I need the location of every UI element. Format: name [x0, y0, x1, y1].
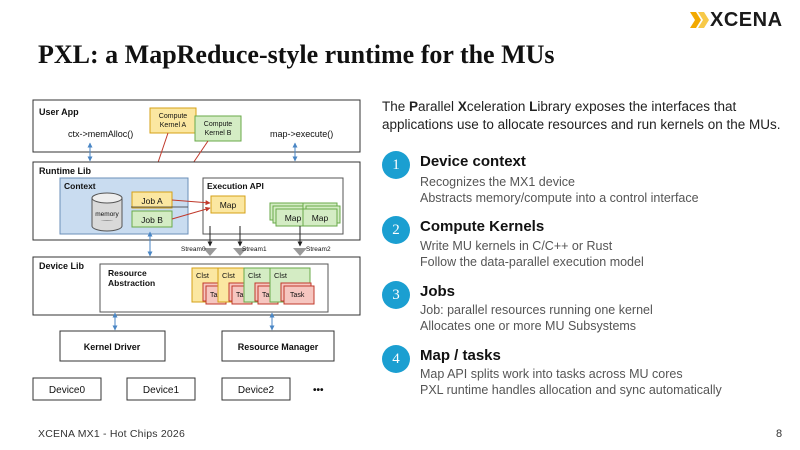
step-title: Jobs [420, 283, 456, 300]
map-label: Map [220, 200, 237, 210]
step-line: Map API splits work into tasks across MU… [420, 367, 683, 381]
xcena-logo: XCENA [688, 9, 788, 31]
device-lib-label: Device Lib [39, 261, 85, 271]
architecture-diagram: User App ctx->memAlloc() map->execute() … [32, 99, 361, 401]
task-label: Task [290, 292, 305, 299]
step-title: Map / tasks [420, 347, 501, 364]
user-app-layer: User App ctx->memAlloc() map->execute() … [32, 99, 361, 153]
intro-initial-l: L [529, 99, 538, 114]
resource-manager-label: Resource Manager [238, 342, 319, 352]
execution-api-label: Execution API [207, 181, 264, 191]
device-label: Device1 [143, 385, 180, 396]
intro-text: arallel [418, 99, 458, 114]
compute-kernel-a [149, 107, 197, 134]
job-to-map-arrow [171, 206, 211, 220]
step-line: Follow the data-parallel execution model [420, 255, 644, 269]
map-label: Map [285, 213, 302, 223]
memory-cylinder-icon [91, 192, 123, 232]
logo-text: XCENA [710, 9, 783, 31]
map-execute-call: map->execute() [270, 129, 333, 139]
step-line: Allocates one or more MU Subsystems [420, 319, 637, 333]
step-line: Job: parallel resources running one kern… [420, 303, 653, 317]
intro-text: ibrary exposes the interfaces that appli… [382, 99, 781, 132]
step-line: PXL runtime handles allocation and sync … [420, 383, 722, 397]
stream-label: Stream0 [181, 246, 206, 253]
kernel-driver-label: Kernel Driver [84, 342, 141, 352]
clst-label: Clst [222, 271, 236, 280]
step-line: Recognizes the MX1 device [420, 175, 575, 189]
ta-label: Ta [210, 292, 218, 299]
runtime-lib-label: Runtime Lib [39, 166, 91, 176]
resource-manager-box [221, 330, 335, 362]
clst-label: Clst [196, 271, 210, 280]
step-line: Write MU kernels in C/C++ or Rust [420, 239, 613, 253]
step-title: Device context [420, 153, 526, 170]
clst-label: Clst [274, 271, 288, 280]
kernel-a-line1: Compute [159, 113, 188, 120]
mem-alloc-call: ctx->memAlloc() [68, 129, 133, 139]
job-a-label: Job A [141, 196, 163, 206]
map-box-green [302, 208, 338, 227]
intro-initial-x: X [457, 99, 467, 114]
kernel-driver-box [59, 330, 166, 362]
device-box [221, 377, 291, 401]
intro-text: The [382, 99, 410, 114]
clst-label: Clst [248, 271, 262, 280]
resource-abstraction-line1: Resource [108, 268, 147, 278]
job-to-map-arrow [171, 199, 211, 206]
step-line: Abstracts memory/compute into a control … [420, 191, 699, 205]
step-number-badge: 3 [382, 281, 410, 309]
footer-text: XCENA MX1 - Hot Chips 2026 [38, 428, 186, 440]
resource-abstraction-line2: Abstraction [108, 278, 155, 288]
kernel-a-line2: Kernel A [160, 122, 187, 129]
more-devices-ellipsis: ••• [313, 385, 324, 396]
runtime-lib-layer: Runtime Lib Context memory Job A Job B E… [32, 161, 361, 241]
device-lib-layer: Device Lib Resource Abstraction Clst Ta … [32, 256, 361, 316]
intro-paragraph: The Parallel Xceleration Library exposes… [382, 98, 792, 134]
intro-initial-p: P [409, 99, 419, 114]
step-number-badge: 2 [382, 216, 410, 244]
device-label: Device2 [238, 385, 275, 396]
job-b-label: Job B [141, 215, 163, 225]
ta-label: Ta [262, 292, 270, 299]
kernel-b-line2: Kernel B [205, 130, 232, 137]
map-label: Map [312, 213, 329, 223]
device-box [32, 377, 102, 401]
device-label: Device0 [49, 385, 86, 396]
slide-title: PXL: a MapReduce-style runtime for the M… [38, 40, 555, 69]
logo-mark-icon [690, 12, 709, 28]
device-box [126, 377, 196, 401]
compute-kernel-b [194, 115, 242, 142]
step-number-badge: 1 [382, 151, 410, 179]
task-box [283, 285, 315, 305]
context-label: Context [64, 181, 96, 191]
stream-arrows [203, 226, 307, 256]
kernel-b-line1: Compute [204, 121, 233, 128]
page-number: 8 [776, 428, 783, 440]
stream-label: Stream2 [306, 246, 331, 253]
user-app-label: User App [39, 107, 79, 117]
step-title: Compute Kernels [420, 218, 545, 235]
step-number-badge: 4 [382, 345, 410, 373]
stream-label: Stream1 [242, 246, 267, 253]
map-box-yellow [210, 195, 246, 214]
ta-label: Ta [236, 292, 244, 299]
intro-text: celeration [466, 99, 530, 114]
memory-label: memory [95, 211, 119, 218]
